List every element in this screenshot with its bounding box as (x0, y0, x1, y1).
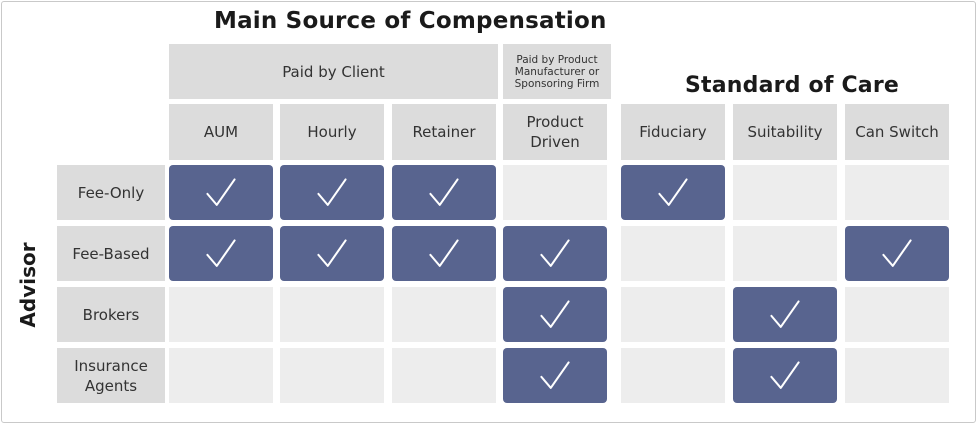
check-cell-fee-based-can-switch (845, 226, 949, 281)
empty-cell-insurance-agents-fiduciary (621, 348, 725, 403)
column-header-suitability: Suitability (733, 104, 837, 160)
empty-cell-fee-based-suitability (733, 226, 837, 281)
main-source-title: Main Source of Compensation (214, 8, 607, 34)
column-header-can-switch: Can Switch (845, 104, 949, 160)
check-mark-icon (317, 238, 347, 267)
empty-cell-brokers-can-switch (845, 287, 949, 342)
check-mark-icon (540, 238, 570, 267)
row-header-fee-only: Fee-Only (57, 165, 165, 220)
check-cell-fee-based-aum (169, 226, 273, 281)
column-header-hourly: Hourly (280, 104, 384, 160)
column-header-retainer: Retainer (392, 104, 496, 160)
column-header-fiduciary: Fiduciary (621, 104, 725, 160)
check-mark-icon (540, 299, 570, 328)
column-header-product-driven: Product Driven (503, 104, 607, 160)
empty-cell-brokers-hourly (280, 287, 384, 342)
standard-of-care-title: Standard of Care (685, 73, 900, 98)
check-mark-icon (429, 238, 459, 267)
check-cell-brokers-product-driven (503, 287, 607, 342)
check-cell-insurance-agents-suitability (733, 348, 837, 403)
group-header-paid-by-client: Paid by Client (169, 44, 498, 99)
check-cell-fee-based-hourly (280, 226, 384, 281)
empty-cell-fee-only-can-switch (845, 165, 949, 220)
empty-cell-insurance-agents-retainer (392, 348, 496, 403)
check-mark-icon (317, 177, 347, 206)
advisor-title: Advisor (16, 242, 40, 328)
check-mark-icon (206, 177, 236, 206)
empty-cell-insurance-agents-aum (169, 348, 273, 403)
empty-cell-brokers-retainer (392, 287, 496, 342)
row-header-insurance-agents: Insurance Agents (57, 348, 165, 403)
row-header-brokers: Brokers (57, 287, 165, 342)
check-mark-icon (882, 238, 912, 267)
group-header-paid-by-product: Paid by Product Manufacturer or Sponsori… (503, 44, 611, 99)
check-cell-fee-only-fiduciary (621, 165, 725, 220)
empty-cell-fee-based-fiduciary (621, 226, 725, 281)
check-cell-fee-only-hourly (280, 165, 384, 220)
empty-cell-fee-only-suitability (733, 165, 837, 220)
check-cell-fee-based-retainer (392, 226, 496, 281)
empty-cell-brokers-fiduciary (621, 287, 725, 342)
empty-cell-brokers-aum (169, 287, 273, 342)
check-mark-icon (429, 177, 459, 206)
empty-cell-insurance-agents-hourly (280, 348, 384, 403)
check-cell-fee-only-aum (169, 165, 273, 220)
empty-cell-fee-only-product-driven (503, 165, 607, 220)
check-cell-insurance-agents-product-driven (503, 348, 607, 403)
check-cell-brokers-suitability (733, 287, 837, 342)
check-cell-fee-based-product-driven (503, 226, 607, 281)
empty-cell-insurance-agents-can-switch (845, 348, 949, 403)
check-mark-icon (206, 238, 236, 267)
check-mark-icon (770, 360, 800, 389)
check-cell-fee-only-retainer (392, 165, 496, 220)
row-header-fee-based: Fee-Based (57, 226, 165, 281)
check-mark-icon (770, 299, 800, 328)
check-mark-icon (540, 360, 570, 389)
check-mark-icon (658, 177, 688, 206)
column-header-aum: AUM (169, 104, 273, 160)
